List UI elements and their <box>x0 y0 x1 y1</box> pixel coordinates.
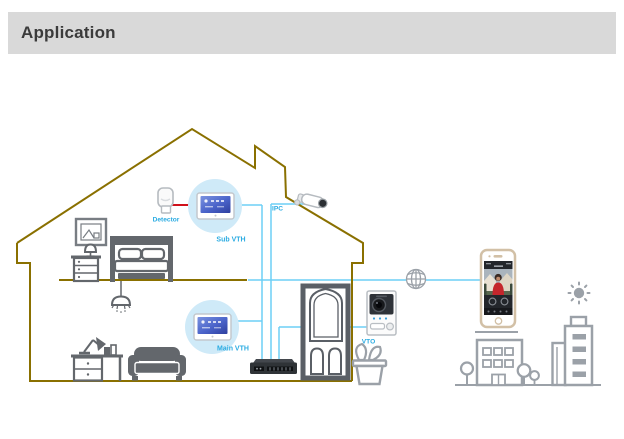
trees-right <box>516 363 540 385</box>
bed <box>110 236 173 282</box>
desk <box>71 337 123 382</box>
sun-icon <box>567 281 591 305</box>
motion-detector-icon <box>157 187 174 214</box>
sofa <box>128 347 186 381</box>
nightstand <box>71 255 101 283</box>
detector-label: Detector <box>153 217 180 224</box>
potted-plant-icon <box>351 342 388 386</box>
picture-frame <box>74 217 108 247</box>
vto-label: VTO <box>362 339 375 346</box>
network-switch-icon <box>250 359 297 374</box>
tree-left <box>459 361 475 385</box>
skyscraper <box>551 315 594 387</box>
internet-globe-icon <box>405 268 427 290</box>
section-title: Application <box>21 23 116 42</box>
sub-vth-label: Sub VTH <box>216 237 245 244</box>
front-door <box>300 283 351 381</box>
pendant-lamp <box>110 281 132 313</box>
vto-device-icon <box>366 290 397 336</box>
books <box>104 347 110 355</box>
main-vth-label: Main VTH <box>217 346 249 353</box>
left-wall-and-floor <box>16 243 352 382</box>
network-lines <box>231 203 482 362</box>
smartphone-icon <box>479 248 517 329</box>
bedside-lamp <box>83 243 98 258</box>
sub-vth-device <box>188 179 242 233</box>
phone-screen-video-call <box>484 261 513 315</box>
main-vth-device <box>185 300 239 354</box>
desk-lamp-head <box>96 337 106 351</box>
ipc-label: IPC <box>272 206 283 213</box>
visitor-body <box>492 282 504 295</box>
section-header: Application <box>8 12 616 54</box>
roof-and-right-wall <box>16 127 364 381</box>
office-building <box>475 338 524 387</box>
ipc-camera-icon <box>294 193 328 209</box>
city-buildings <box>455 315 601 387</box>
